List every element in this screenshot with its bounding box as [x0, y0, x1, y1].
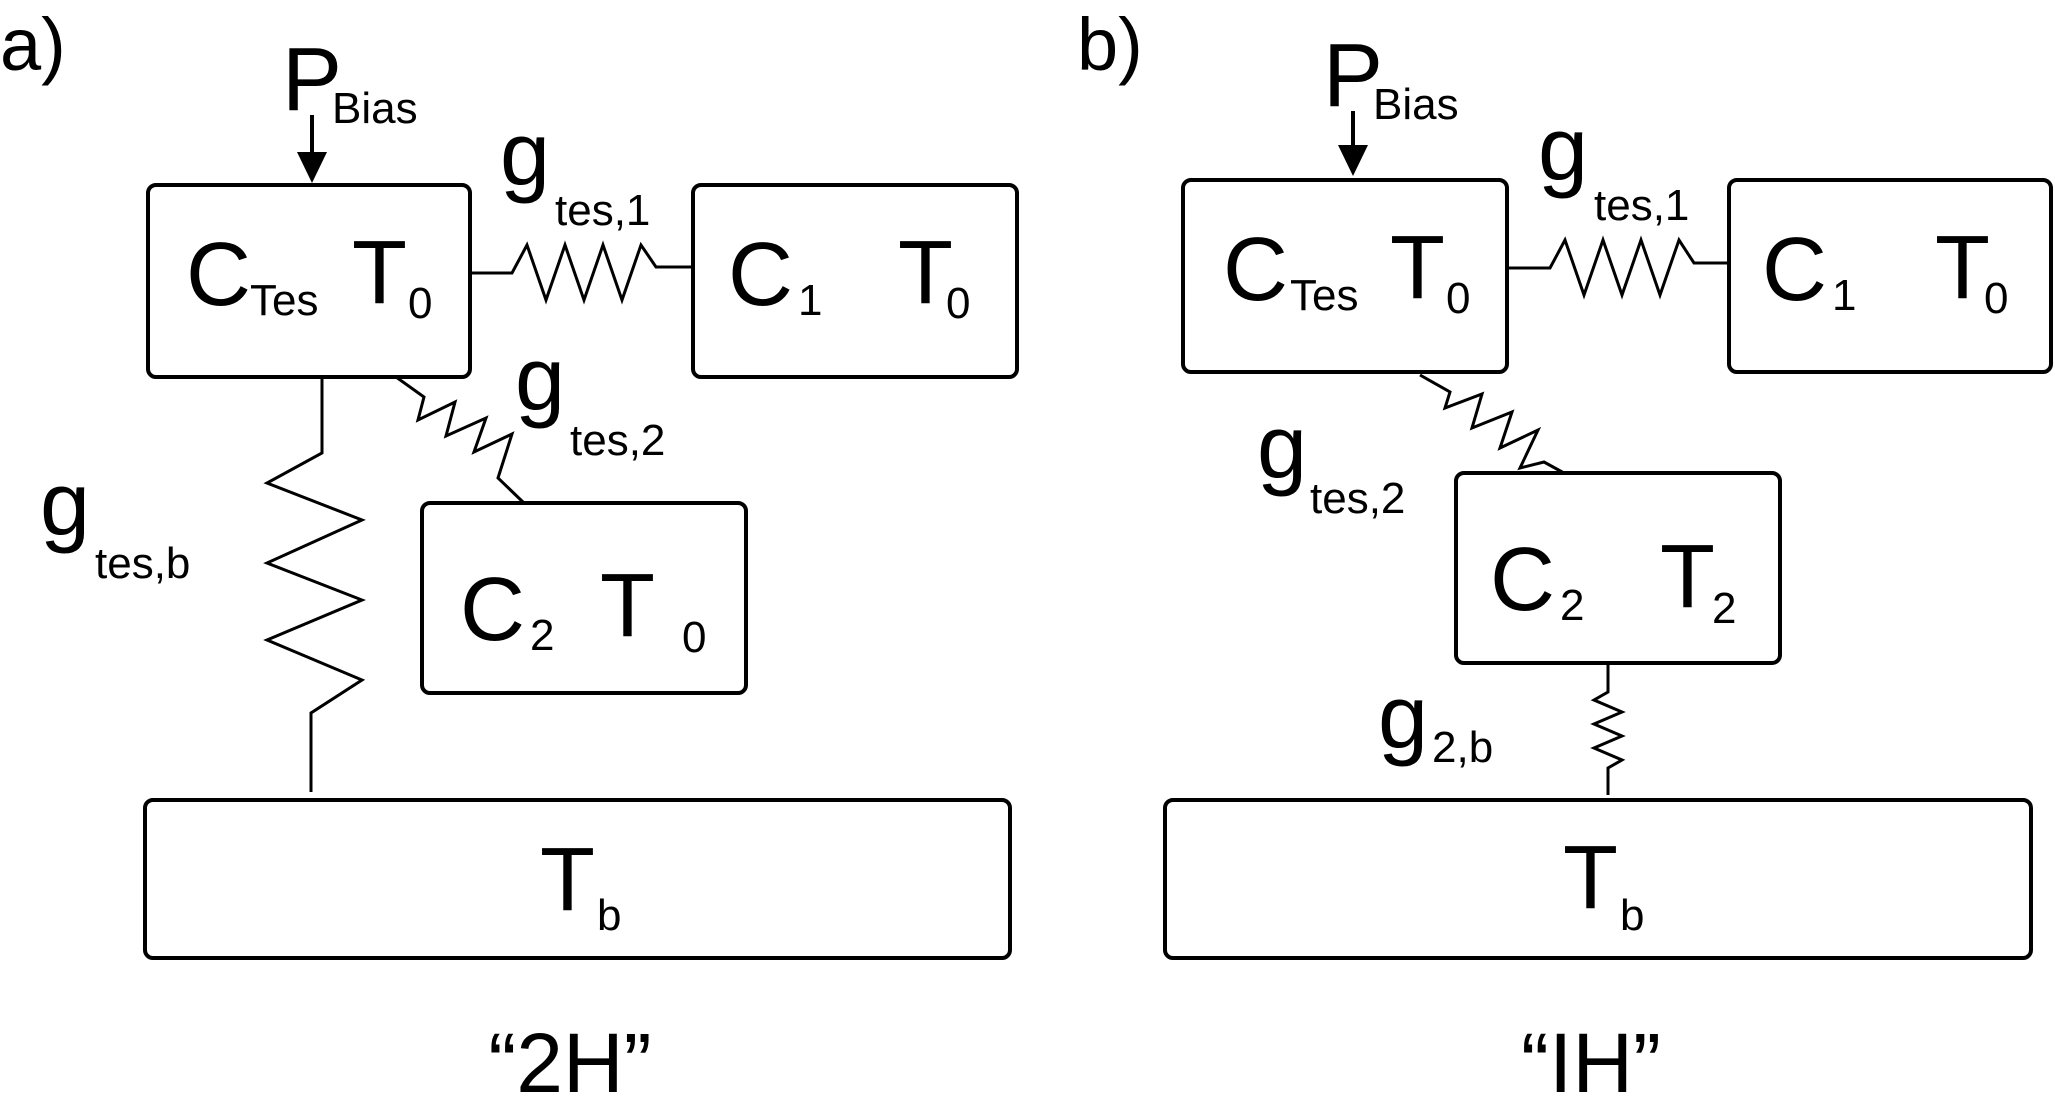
panel-a-g1-sub: tes,1 — [555, 186, 650, 235]
panel-a-gb-resistor — [263, 377, 366, 792]
panel-b-box2-t-sub: 2 — [1712, 584, 1736, 633]
panel-b-bath-t: T — [1563, 828, 1618, 928]
panel-a-label: a) — [0, 3, 66, 86]
panel-b-label: b) — [1077, 3, 1143, 86]
panel-a-g1-resistor — [470, 240, 693, 305]
panel-b-box2-t: T — [1660, 527, 1715, 627]
panel-a-bias-arrow-head — [297, 152, 327, 183]
panel-a-bias-sub: Bias — [332, 84, 418, 133]
panel-b-box1-t: T — [1935, 218, 1990, 318]
panel-b-box1-t-sub: 0 — [1984, 274, 2008, 323]
panel-b-box1 — [1727, 178, 2053, 374]
panel-a-tes-box — [146, 183, 472, 379]
panel-a: a) P Bias C Tes T 0 C 1 T 0 g tes,1 C 2 … — [0, 3, 1019, 1098]
panel-b-bias-arrow-head — [1338, 145, 1368, 176]
panel-a-tes-t-sub: 0 — [408, 279, 432, 328]
panel-b: b) P Bias C Tes T 0 C 1 T 0 g tes,1 C 2 … — [1077, 3, 2053, 1098]
panel-b-tes-t: T — [1390, 218, 1445, 318]
panel-b-box2 — [1454, 471, 1782, 665]
panel-b-g2-sub: tes,2 — [1310, 474, 1405, 523]
panel-b-gb-resistor — [1590, 663, 1626, 795]
panel-a-box1 — [691, 183, 1019, 379]
panel-b-bath-t-sub: b — [1620, 891, 1644, 940]
panel-b-tes-c-sub: Tes — [1290, 271, 1358, 320]
panel-a-box2-t: T — [600, 556, 655, 656]
panel-b-g2-label: g — [1257, 398, 1307, 498]
panel-b-g1-resistor — [1507, 235, 1729, 300]
panel-b-bath — [1163, 798, 2033, 960]
panel-a-bath-t-sub: b — [597, 891, 621, 940]
panel-b-tes-box — [1181, 178, 1509, 374]
panel-a-box2-c-sub: 2 — [530, 611, 554, 660]
panel-b-tes-c: C — [1223, 220, 1288, 320]
panel-a-box1-t: T — [898, 223, 953, 323]
panel-a-box1-c: C — [728, 225, 793, 325]
panel-b-g1-sub: tes,1 — [1594, 181, 1689, 230]
panel-a-g2-sub: tes,2 — [570, 416, 665, 465]
panel-b-gb-sub: 2,b — [1432, 723, 1493, 772]
panel-a-g1-label: g — [500, 105, 550, 205]
panel-a-box2-t-sub: 0 — [682, 613, 706, 662]
panel-a-g2-resistor — [395, 375, 526, 505]
panel-b-tes-t-sub: 0 — [1446, 274, 1470, 323]
panel-b-gb-label: g — [1378, 668, 1428, 768]
panel-a-caption: “2H” — [488, 1016, 651, 1098]
panel-a-box2 — [420, 501, 748, 695]
panel-b-box1-c-sub: 1 — [1832, 271, 1856, 320]
panel-a-bath — [143, 798, 1012, 960]
panel-b-bias-sub: Bias — [1373, 80, 1459, 129]
panel-b-g2-resistor — [1419, 373, 1565, 475]
panel-a-gb-label: g — [40, 455, 90, 555]
panel-a-box1-t-sub: 0 — [946, 279, 970, 328]
panel-a-box1-c-sub: 1 — [798, 276, 822, 325]
panel-a-gb-sub: tes,b — [95, 539, 190, 588]
panel-b-box2-c-sub: 2 — [1560, 581, 1584, 630]
panel-a-g2-label: g — [515, 330, 565, 430]
panel-b-box1-c: C — [1762, 220, 1827, 320]
panel-b-caption: “IH” — [1521, 1016, 1661, 1098]
panel-a-tes-c-sub: Tes — [250, 276, 318, 325]
panel-a-box2-c: C — [460, 560, 525, 660]
panel-a-tes-c: C — [186, 225, 251, 325]
panel-a-tes-t: T — [352, 223, 407, 323]
panel-b-box2-c: C — [1490, 530, 1555, 630]
panel-b-g1-label: g — [1538, 100, 1588, 200]
panel-b-bias-label: P — [1323, 26, 1383, 126]
panel-a-bias-label: P — [282, 30, 342, 130]
panel-a-bath-t: T — [540, 830, 595, 930]
